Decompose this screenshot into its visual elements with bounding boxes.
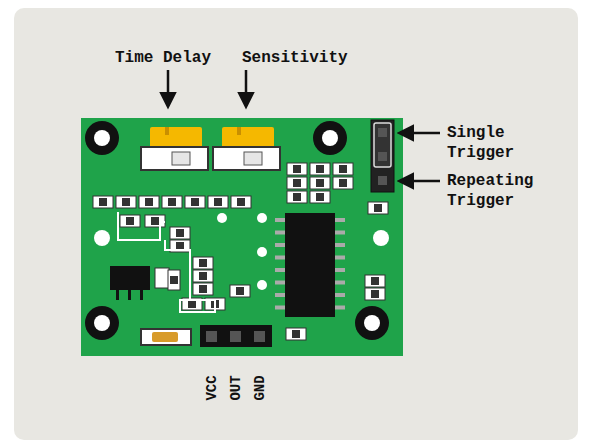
voltage-regulator	[110, 266, 169, 300]
ic-chip	[275, 213, 345, 317]
leader-arrow	[167, 70, 170, 106]
callout-label: Time Delay	[115, 48, 225, 68]
smd-resistors	[93, 163, 388, 340]
capacitor	[141, 329, 191, 345]
leader-arrow	[400, 180, 440, 183]
trigger-jumper	[371, 120, 394, 192]
test-points	[94, 213, 389, 290]
pin-label: VCC	[204, 375, 220, 400]
leader-arrow	[245, 70, 248, 106]
mounting-holes	[85, 121, 389, 340]
circuit-board	[81, 118, 403, 356]
pin-header	[200, 325, 272, 347]
pin-label: OUT	[228, 375, 244, 400]
callout-label: Repeating Trigger	[447, 171, 547, 211]
background-panel	[14, 8, 578, 440]
pcb-traces	[118, 212, 215, 312]
potentiometer	[213, 127, 280, 170]
leader-arrow	[400, 132, 440, 135]
potentiometer	[141, 127, 208, 170]
callout-label: Single Trigger	[447, 123, 547, 163]
pin-label: GND	[252, 375, 268, 400]
callout-label: Sensitivity	[242, 48, 372, 68]
